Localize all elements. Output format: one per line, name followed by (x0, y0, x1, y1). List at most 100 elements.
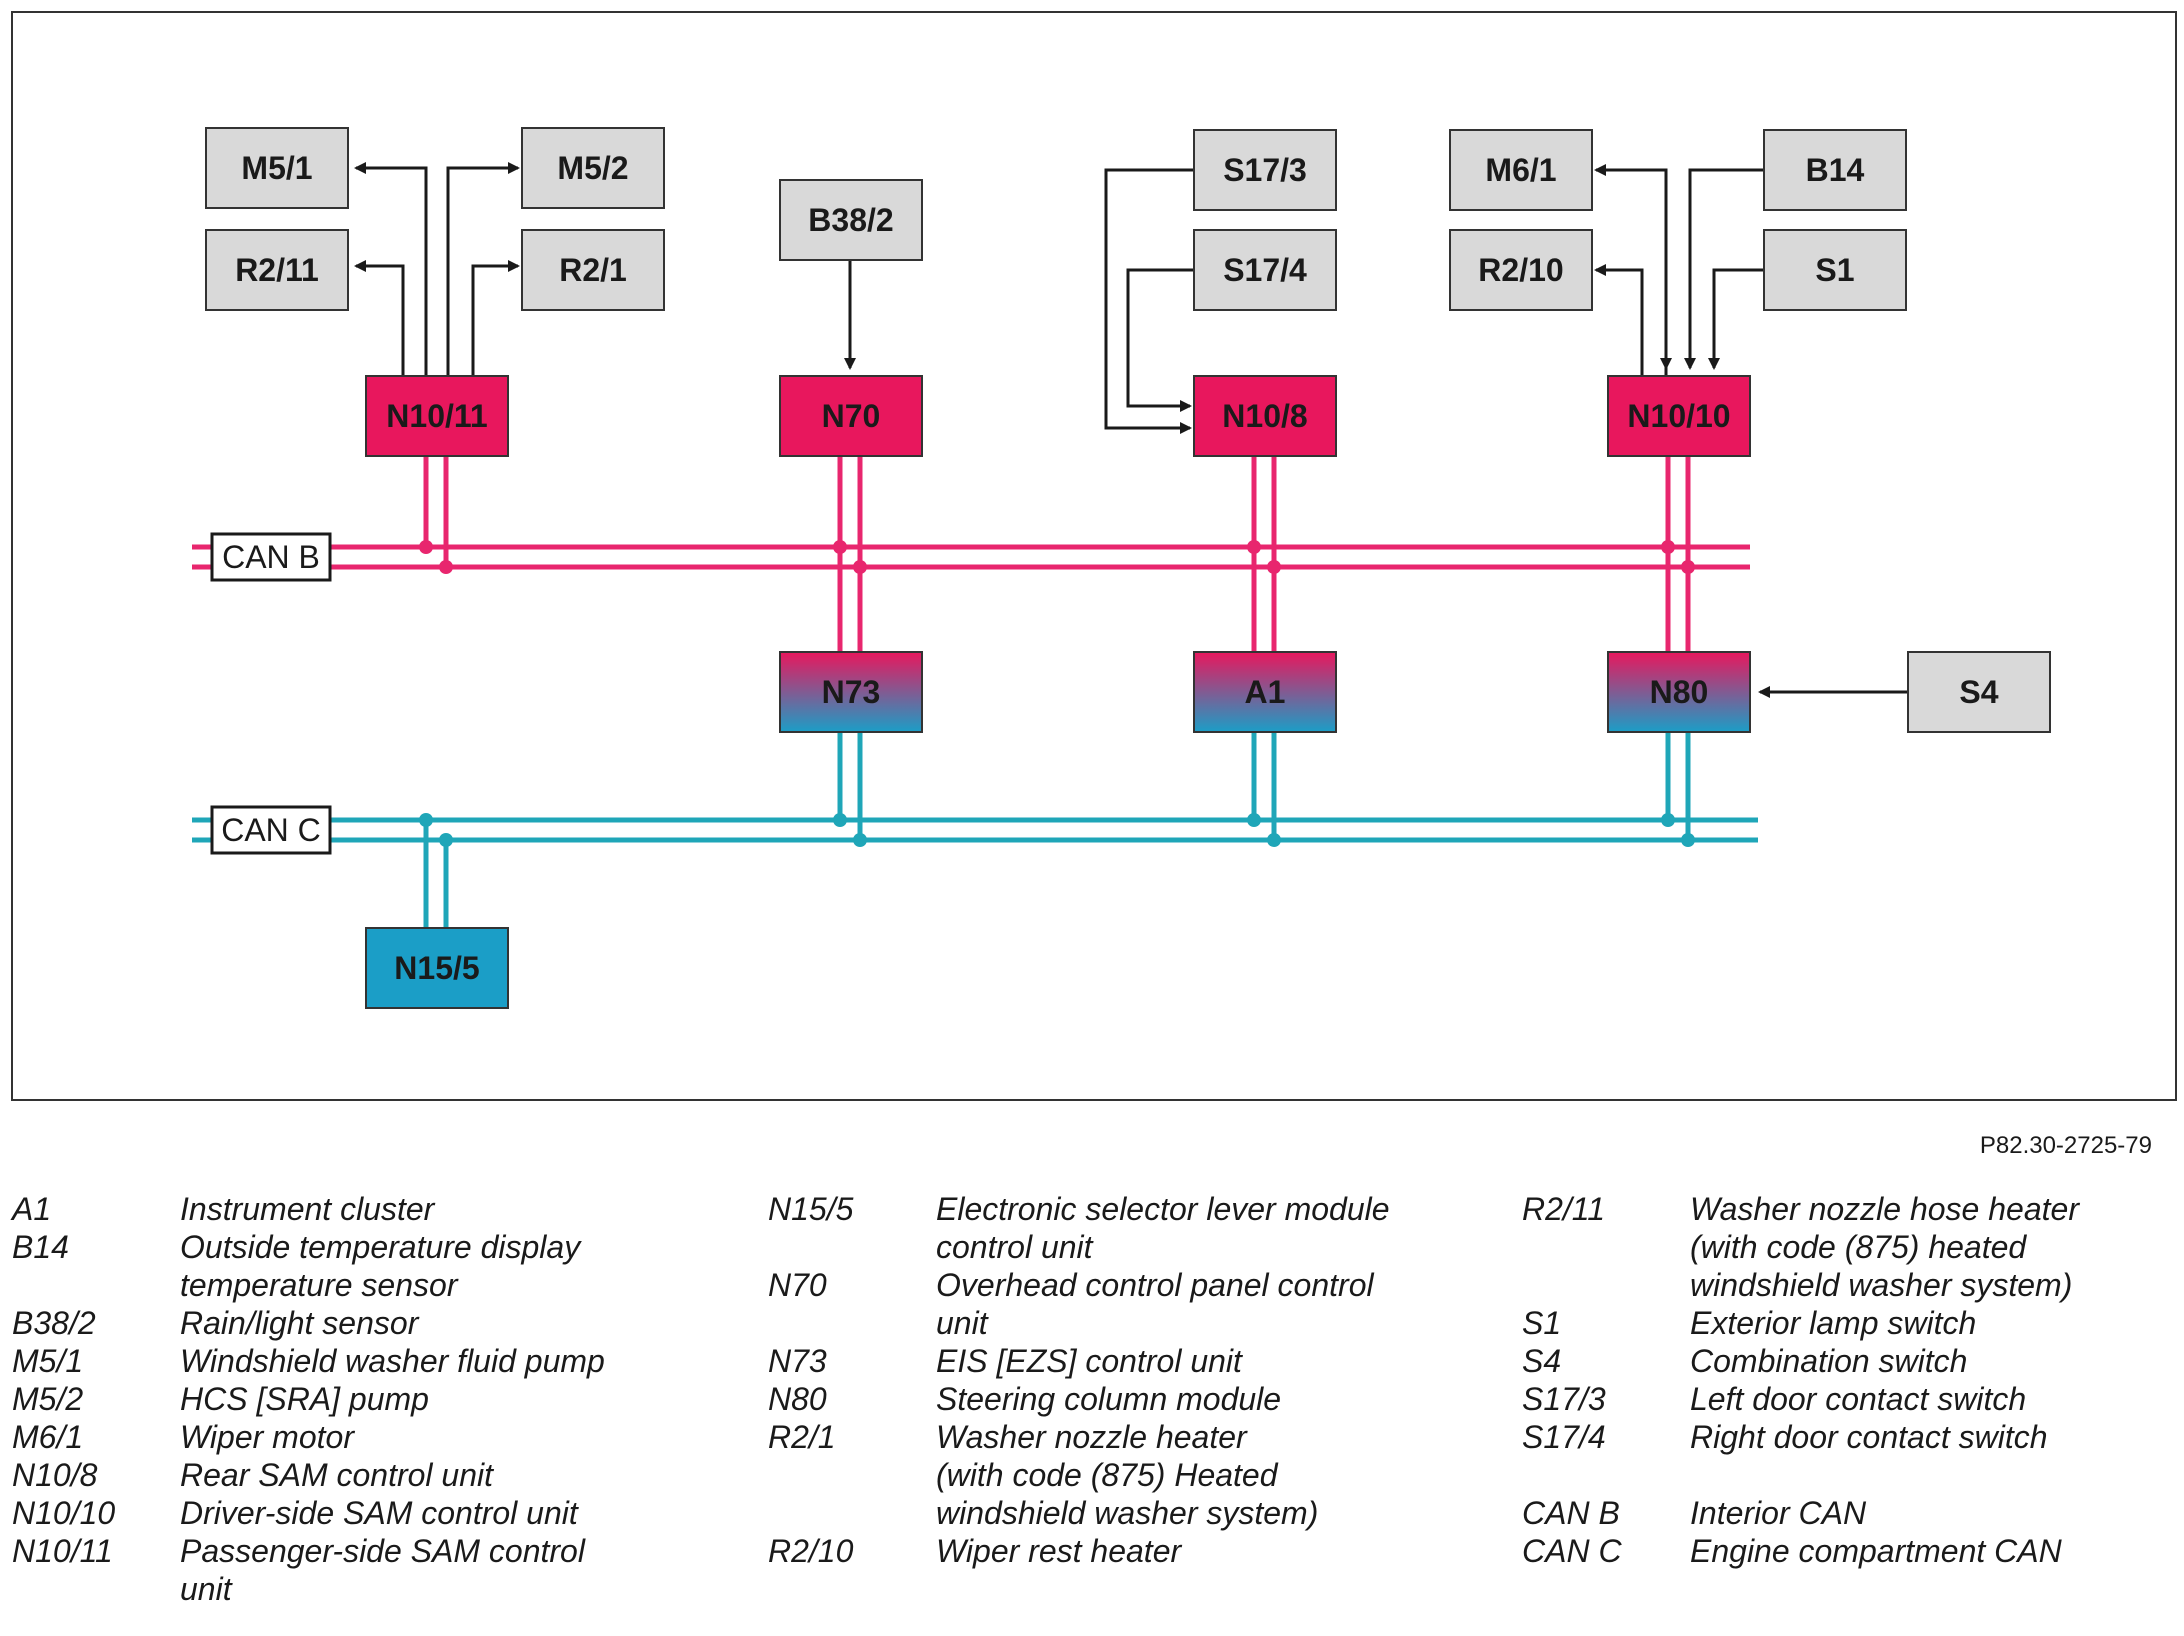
svg-text:N15/5: N15/5 (394, 950, 479, 986)
svg-text:S17/3: S17/3 (1223, 152, 1307, 188)
node-n15-5: N15/5 (365, 927, 509, 1009)
node-n80: N80 (1607, 651, 1751, 733)
legend-description-line: Combination switch (1690, 1343, 1968, 1379)
node-n73: N73 (779, 651, 923, 733)
node-m5-2: M5/2 (521, 127, 665, 209)
svg-text:S1: S1 (1815, 252, 1854, 288)
node-b38-2: B38/2 (779, 179, 923, 261)
legend-description: Left door contact switch (1690, 1380, 2026, 1418)
legend-code: N73 (768, 1343, 827, 1379)
legend-code: CAN B (1522, 1495, 1620, 1531)
legend-description-line: Passenger-side SAM control (180, 1533, 585, 1569)
legend-code: CAN C (1522, 1533, 1622, 1569)
legend-code: S17/4 (1522, 1419, 1606, 1455)
legend-description: Engine compartment CAN (1690, 1532, 2062, 1570)
svg-text:A1: A1 (1245, 674, 1286, 710)
legend-entry: S1 Exterior lamp switch (1522, 1304, 2079, 1342)
node-s4: S4 (1907, 651, 2051, 733)
legend-entry: N10/8 Rear SAM control unit (12, 1456, 605, 1494)
node-r2-11: R2/11 (205, 229, 349, 311)
legend-description-line: Right door contact switch (1690, 1419, 2048, 1455)
legend-code: N80 (768, 1381, 827, 1417)
svg-text:N73: N73 (822, 674, 881, 710)
legend-entry: R2/1 Washer nozzle heater(with code (875)… (768, 1418, 1390, 1532)
legend-code: N70 (768, 1267, 827, 1303)
node-b14: B14 (1763, 129, 1907, 211)
legend-entry: CAN B Interior CAN (1522, 1494, 2079, 1532)
legend-description: EIS [EZS] control unit (936, 1342, 1242, 1380)
legend-description-line: Rear SAM control unit (180, 1457, 494, 1493)
legend-description-line: Steering column module (936, 1381, 1282, 1417)
legend-description-line: Driver-side SAM control unit (180, 1495, 578, 1531)
svg-text:R2/11: R2/11 (235, 252, 319, 288)
legend-description-line: Windshield washer fluid pump (180, 1343, 605, 1379)
legend-description-line: Washer nozzle heater (936, 1419, 1247, 1455)
legend-entry: S17/4 Right door contact switch (1522, 1418, 2079, 1456)
legend-code: R2/1 (768, 1419, 836, 1455)
legend-code: B38/2 (12, 1305, 96, 1341)
can-b-junctions (419, 540, 1695, 574)
legend-code: N10/8 (12, 1457, 98, 1493)
legend-code: M6/1 (12, 1419, 84, 1455)
legend-entry: B38/2 Rain/light sensor (12, 1304, 605, 1342)
legend-description: Driver-side SAM control unit (180, 1494, 578, 1532)
legend-code: R2/11 (1522, 1191, 1606, 1227)
svg-text:M5/1: M5/1 (241, 150, 312, 186)
legend-description-line: Left door contact switch (1690, 1381, 2027, 1417)
node-r2-10: R2/10 (1449, 229, 1593, 311)
legend-entry: N80 Steering column module (768, 1380, 1390, 1418)
legend-description-line: windshield washer system) (1690, 1267, 2073, 1303)
svg-text:R2/1: R2/1 (559, 252, 627, 288)
legend-description-line: temperature sensor (180, 1267, 458, 1303)
legend-description-line: Instrument cluster (180, 1191, 435, 1227)
legend-spacer (1522, 1456, 2079, 1494)
legend-code: S4 (1522, 1343, 1562, 1379)
legend-description: Exterior lamp switch (1690, 1304, 1976, 1342)
svg-text:N10/11: N10/11 (386, 398, 487, 434)
signal-lines (354, 162, 1908, 698)
can-c-junctions (419, 813, 1695, 847)
svg-text:N70: N70 (822, 398, 881, 434)
can-c-bus (192, 730, 1758, 928)
legend-description: Washer nozzle heater(with code (875) Hea… (936, 1418, 1318, 1532)
legend-description-line: unit (180, 1571, 232, 1607)
node-n10-11: N10/11 (365, 375, 509, 457)
svg-text:N80: N80 (1650, 674, 1709, 710)
node-r2-1: R2/1 (521, 229, 665, 311)
legend-description-line: Rain/light sensor (180, 1305, 419, 1341)
legend-entry: S4 Combination switch (1522, 1342, 2079, 1380)
svg-text:B38/2: B38/2 (808, 202, 893, 238)
legend-code: N10/10 (12, 1495, 116, 1531)
node-n70: N70 (779, 375, 923, 457)
legend-description: Interior CAN (1690, 1494, 1866, 1532)
diagram-frame (11, 11, 2177, 1101)
legend-description-line: Interior CAN (1690, 1495, 1867, 1531)
node-m5-1: M5/1 (205, 127, 349, 209)
svg-text:S4: S4 (1959, 674, 1998, 710)
svg-text:M6/1: M6/1 (1485, 152, 1556, 188)
legend-code: S1 (1522, 1305, 1562, 1341)
legend-code: B14 (12, 1229, 69, 1265)
legend-code: R2/10 (768, 1533, 854, 1569)
node-s17-3: S17/3 (1193, 129, 1337, 211)
legend-description-line: control unit (936, 1229, 1093, 1265)
legend-description-line: Exterior lamp switch (1690, 1305, 1977, 1341)
legend-description: Right door contact switch (1690, 1418, 2048, 1456)
can-c-label: CAN C (221, 812, 321, 848)
node-s1: S1 (1763, 229, 1907, 311)
svg-text:S17/4: S17/4 (1223, 252, 1307, 288)
figure-id: P82.30-2725-79 (1979, 1132, 2152, 1159)
node-a1: A1 (1193, 651, 1337, 733)
